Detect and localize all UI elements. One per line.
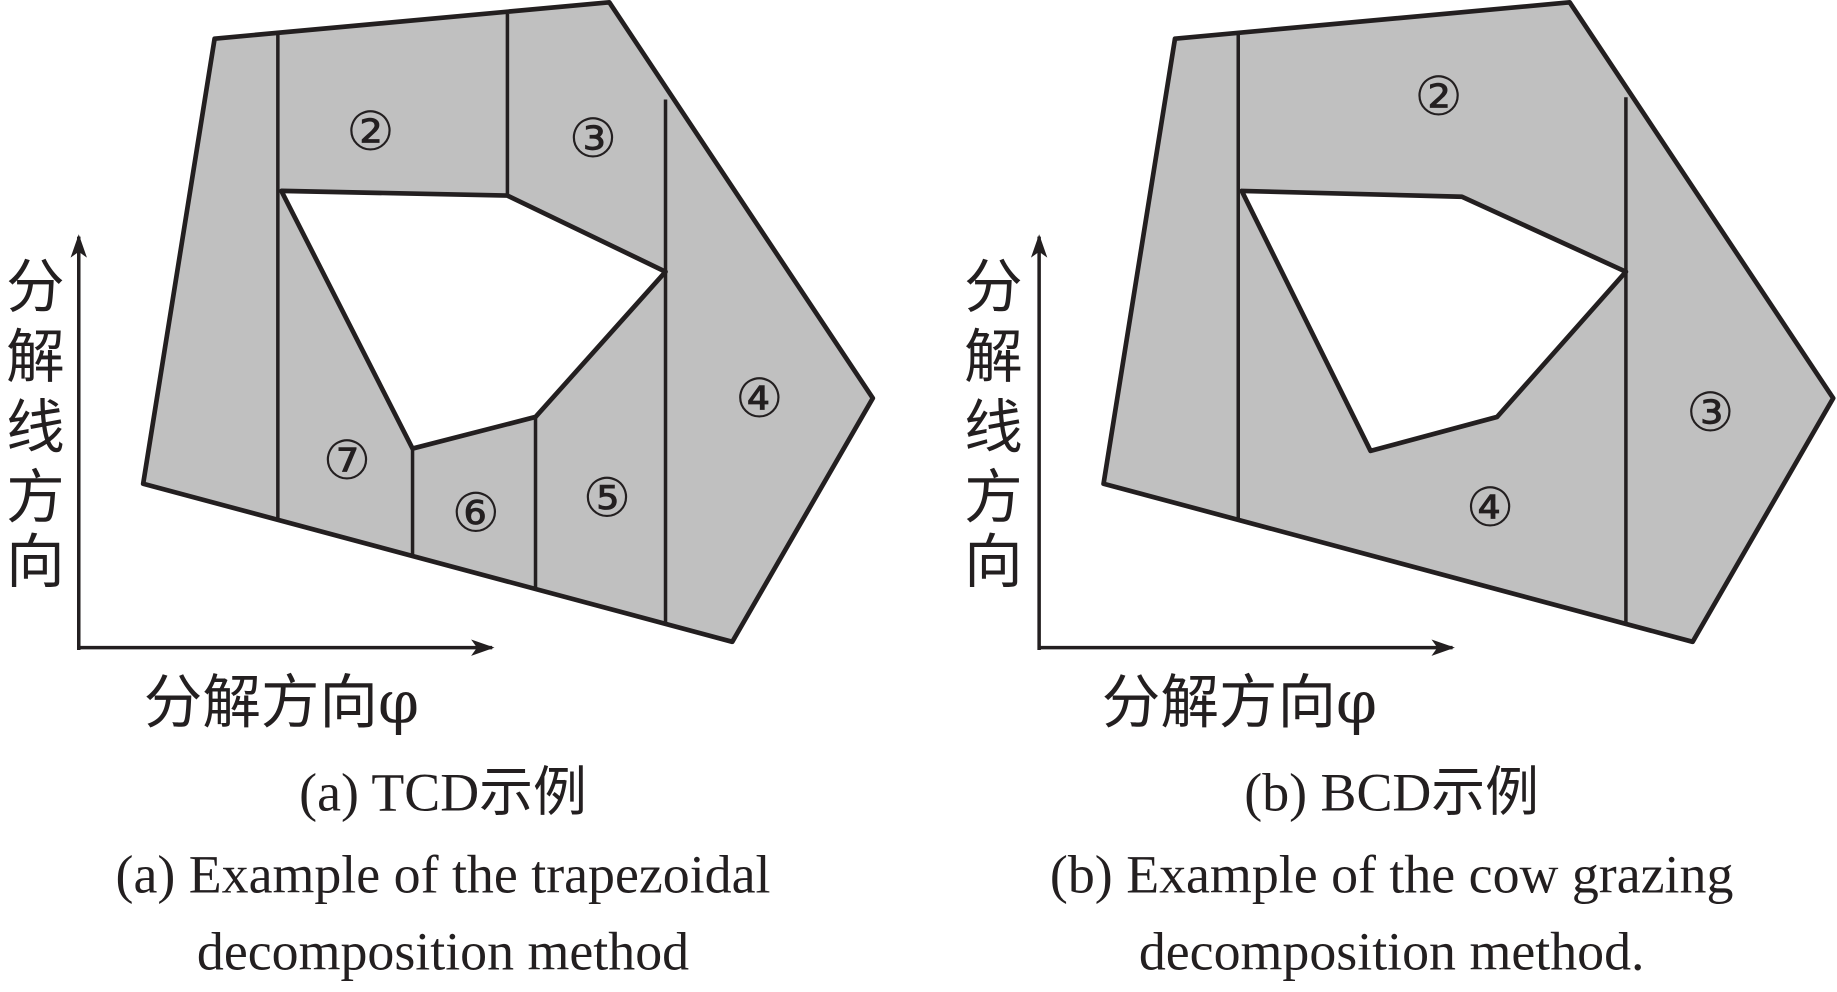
svg-text:解: 解 — [964, 323, 1023, 391]
svg-text:向: 向 — [964, 528, 1023, 596]
region-label: ⑥ — [452, 482, 500, 545]
obstacle — [1239, 188, 1629, 454]
region-label: ③ — [1686, 381, 1734, 444]
svg-text:线: 线 — [964, 393, 1023, 461]
svg-text:向: 向 — [6, 528, 65, 596]
svg-text:方: 方 — [964, 464, 1023, 532]
svg-text:线: 线 — [6, 393, 65, 461]
panel-b-bcd: ② ③ ④ 分 解 线 方 向 分解方向φ (b) BCD示例 (b) Exam… — [964, 0, 1836, 982]
region-label: ② — [346, 100, 394, 163]
y-axis-label: 分 解 线 方 向 — [964, 253, 1023, 596]
region-label: ⑦ — [323, 429, 371, 492]
svg-text:解: 解 — [6, 323, 65, 391]
svg-text:方: 方 — [6, 464, 65, 532]
caption-en-line1: (b) Example of the cow grazing — [1050, 844, 1733, 904]
caption-cn: (a) TCD示例 — [299, 762, 587, 822]
svg-text:分: 分 — [964, 253, 1023, 321]
panel-a-tcd: ② ③ ④ ⑤ ⑥ ⑦ 分 解 线 方 向 分解方向φ (a) TCD示例 (a… — [6, 0, 876, 982]
region-label: ④ — [735, 367, 783, 430]
y-axis-label: 分 解 线 方 向 — [6, 253, 65, 596]
region-label: ⑤ — [583, 466, 631, 529]
caption-cn: (b) BCD示例 — [1244, 762, 1539, 822]
obstacle — [279, 188, 668, 451]
caption-en-line2: decomposition method. — [1139, 922, 1645, 982]
region-label: ④ — [1466, 476, 1514, 539]
region-label: ③ — [569, 107, 617, 170]
x-axis-label: 分解方向φ — [144, 669, 419, 737]
caption-en-line1: (a) Example of the trapezoidal — [116, 844, 771, 904]
region-label: ② — [1414, 65, 1462, 128]
x-axis-label: 分解方向φ — [1102, 669, 1377, 737]
caption-en-line2: decomposition method — [197, 922, 689, 982]
svg-text:分: 分 — [6, 253, 65, 321]
